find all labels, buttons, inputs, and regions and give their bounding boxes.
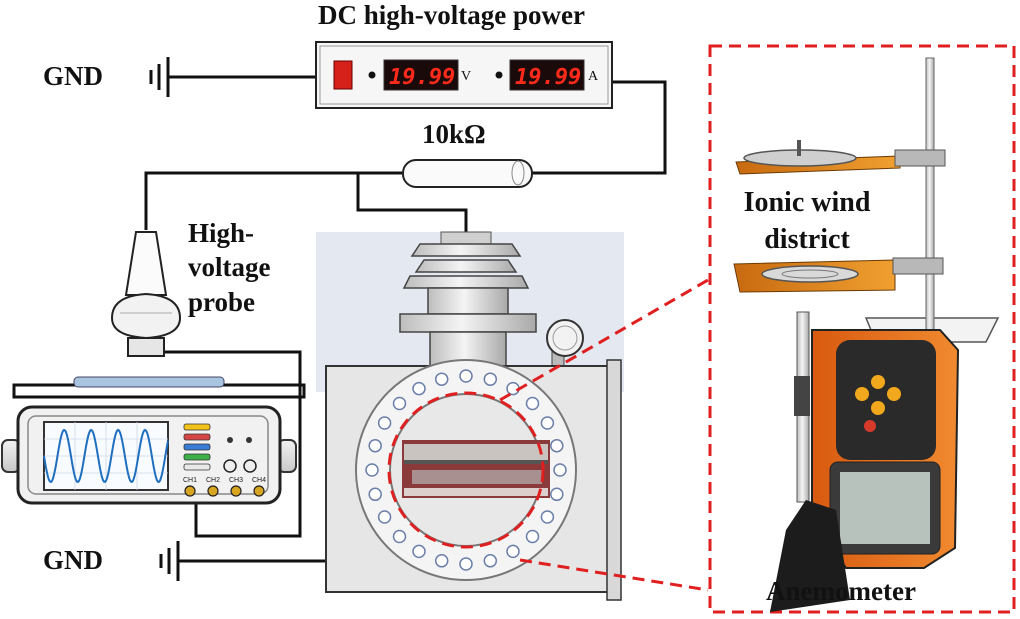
voltage-readout: 19.99: [389, 65, 455, 90]
oscilloscope: CH1 CH2 CH3 CH4: [1, 376, 306, 505]
flange-bolt: [392, 396, 407, 411]
power-supply-label: DC high-voltage power: [318, 0, 585, 30]
channel-connectors: CH1 CH2 CH3 CH4: [183, 477, 266, 497]
ionic-wind-label: Ionic wind district: [743, 187, 871, 256]
ground-symbol-bottom: [159, 541, 180, 581]
wires: [144, 75, 667, 563]
high-voltage-probe: [110, 231, 182, 357]
gnd-label-top: GND: [43, 61, 103, 91]
probe-label: High-voltage probe: [188, 218, 271, 317]
wire-resistor-to-hv: [356, 173, 468, 232]
gnd-label-bottom: GND: [43, 545, 103, 575]
flange-bolt: [365, 463, 379, 477]
channel-label: CH4: [252, 477, 266, 484]
callout-box: [708, 44, 1016, 614]
wire-power-to-resistor: [532, 80, 667, 175]
flange-bolt: [459, 369, 473, 383]
wire-resistor-to-probe: [144, 171, 403, 230]
resistor-label: 10kΩ: [422, 119, 486, 149]
flange-bolts: [365, 369, 567, 571]
flange-bolt: [377, 416, 392, 430]
flange-bolt: [525, 529, 540, 544]
flange-bolt: [553, 463, 567, 477]
voltage-display: [383, 59, 459, 91]
flange-bolt: [459, 557, 473, 571]
channel-connector: [207, 485, 219, 497]
flange-bolt: [525, 396, 540, 411]
callout-circle: [387, 391, 545, 549]
flange-bolt: [506, 544, 520, 559]
anemometer-icon: [770, 311, 960, 612]
channel-connector: [253, 485, 265, 497]
anemometer-screen: [840, 472, 930, 544]
voltage-unit: V: [461, 69, 471, 84]
flange-bolt: [550, 438, 564, 453]
flange-bolt: [368, 487, 382, 502]
current-unit: A: [588, 69, 599, 84]
flange-bolt: [392, 529, 407, 544]
flange-bolt: [377, 510, 392, 524]
channel-label: CH3: [229, 477, 243, 484]
channel-connector: [184, 485, 196, 497]
knob: [223, 459, 237, 473]
wire-probe-to-scope: [155, 350, 302, 538]
power-switch: [333, 60, 353, 90]
flange-bolt: [540, 416, 555, 430]
flange-bolt: [412, 381, 426, 396]
dc-power-supply: 19.99 V 19.99 A: [315, 41, 613, 109]
flange-bolt: [483, 554, 498, 568]
channel-buttons: [183, 423, 211, 471]
channel-label: CH1: [183, 477, 197, 484]
channel-connector: [230, 485, 242, 497]
waveform: [43, 428, 169, 484]
knob: [243, 459, 257, 473]
flange-bolt: [550, 487, 564, 502]
channel-label: CH2: [206, 477, 220, 484]
current-display: [509, 59, 585, 91]
pressure-gauge: [546, 319, 584, 357]
ground-symbol-top: [149, 57, 170, 97]
test-chamber: [316, 231, 624, 601]
flange-bolt: [540, 510, 555, 524]
current-readout: 19.99: [515, 65, 581, 90]
resistor: [402, 159, 533, 188]
anemometer-label: Anemometer: [766, 576, 916, 606]
callout: [387, 44, 1016, 614]
flange-bolt: [434, 554, 449, 568]
flange-bolt: [483, 372, 498, 386]
flange-bolt: [368, 438, 382, 453]
flange-bolt: [412, 544, 426, 559]
flange-bolt: [434, 372, 449, 386]
